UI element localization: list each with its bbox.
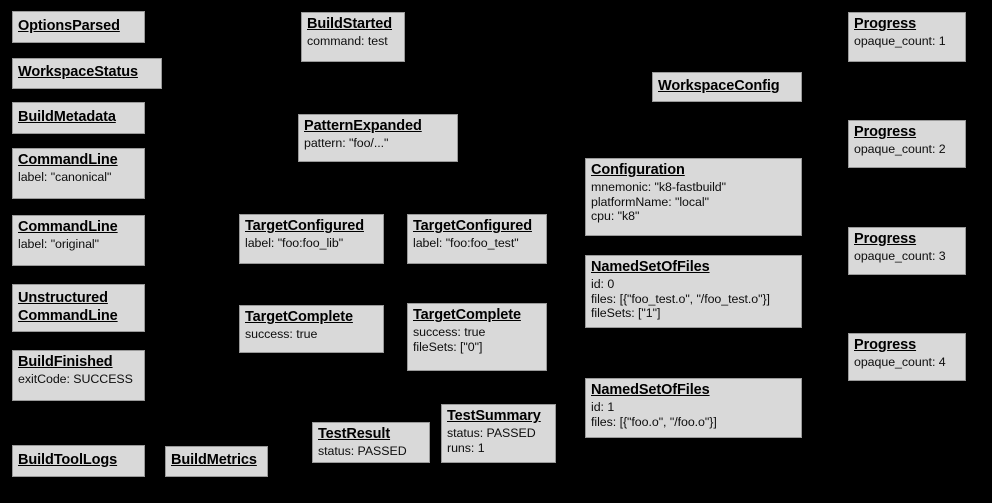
node-title: TestResult — [318, 426, 391, 442]
node-attribute: label: "original" — [18, 236, 99, 251]
node-title: Unstructured CommandLine — [18, 290, 118, 324]
node-attribute: pattern: "foo/..." — [304, 135, 389, 150]
node-title: Progress — [854, 231, 917, 247]
node-build-tool-logs[interactable]: BuildToolLogs — [12, 445, 145, 477]
node-build-metrics[interactable]: BuildMetrics — [165, 446, 268, 477]
node-title: Progress — [854, 124, 917, 140]
node-title: CommandLine — [18, 219, 118, 235]
node-title: OptionsParsed — [18, 17, 120, 34]
node-title: NamedSetOfFiles — [591, 382, 710, 398]
node-attribute: opaque_count: 4 — [854, 354, 946, 369]
node-attribute: opaque_count: 2 — [854, 141, 946, 156]
node-options-parsed[interactable]: OptionsParsed — [12, 11, 145, 43]
node-attribute: id: 0 — [591, 276, 615, 291]
node-title: WorkspaceStatus — [18, 64, 138, 81]
node-attribute: command: test — [307, 33, 388, 48]
node-attribute: exitCode: SUCCESS — [18, 371, 133, 386]
node-build-metadata[interactable]: BuildMetadata — [12, 102, 145, 134]
node-attribute: opaque_count: 3 — [854, 248, 946, 263]
node-title: BuildMetadata — [18, 108, 116, 125]
node-title: WorkspaceConfig — [658, 77, 780, 94]
node-title: NamedSetOfFiles — [591, 259, 710, 275]
node-attribute: files: [{"foo.o", "/foo.o"}] — [591, 414, 717, 429]
node-title: TargetConfigured — [413, 218, 532, 234]
node-attribute: fileSets: ["1"] — [591, 306, 661, 321]
node-attribute: label: "foo:foo_lib" — [245, 235, 344, 250]
node-title: PatternExpanded — [304, 118, 422, 134]
node-unstructured-command-line[interactable]: Unstructured CommandLine — [12, 284, 145, 332]
node-title: TargetConfigured — [245, 218, 364, 234]
node-attribute: mnemonic: "k8-fastbuild" — [591, 179, 727, 194]
node-title: Progress — [854, 337, 917, 353]
node-attribute: label: "canonical" — [18, 169, 112, 184]
node-title: BuildToolLogs — [18, 451, 118, 468]
node-title: TargetComplete — [413, 307, 521, 323]
node-title: CommandLine — [18, 152, 118, 168]
node-title: Configuration — [591, 162, 685, 178]
node-workspace-config[interactable]: WorkspaceConfig — [652, 72, 802, 102]
node-attribute: opaque_count: 1 — [854, 33, 946, 48]
node-attribute: runs: 1 — [447, 440, 485, 455]
node-attribute: id: 1 — [591, 399, 615, 414]
node-title: TargetComplete — [245, 309, 353, 325]
node-attribute: status: PASSED — [318, 443, 407, 458]
node-attribute: success: true — [245, 326, 318, 341]
node-title: BuildMetrics — [171, 452, 257, 469]
node-title: Progress — [854, 16, 917, 32]
node-title: TestSummary — [447, 408, 541, 424]
node-attribute: label: "foo:foo_test" — [413, 235, 519, 250]
node-attribute: fileSets: ["0"] — [413, 339, 483, 354]
node-attribute: files: [{"foo_test.o", "/foo_test.o"}] — [591, 291, 770, 306]
node-attribute: platformName: "local" — [591, 194, 709, 209]
node-workspace-status[interactable]: WorkspaceStatus — [12, 58, 162, 89]
node-attribute: status: PASSED — [447, 425, 536, 440]
node-title: BuildFinished — [18, 354, 113, 370]
node-title: BuildStarted — [307, 16, 393, 32]
node-attribute: success: true — [413, 324, 486, 339]
node-attribute: cpu: "k8" — [591, 209, 640, 224]
